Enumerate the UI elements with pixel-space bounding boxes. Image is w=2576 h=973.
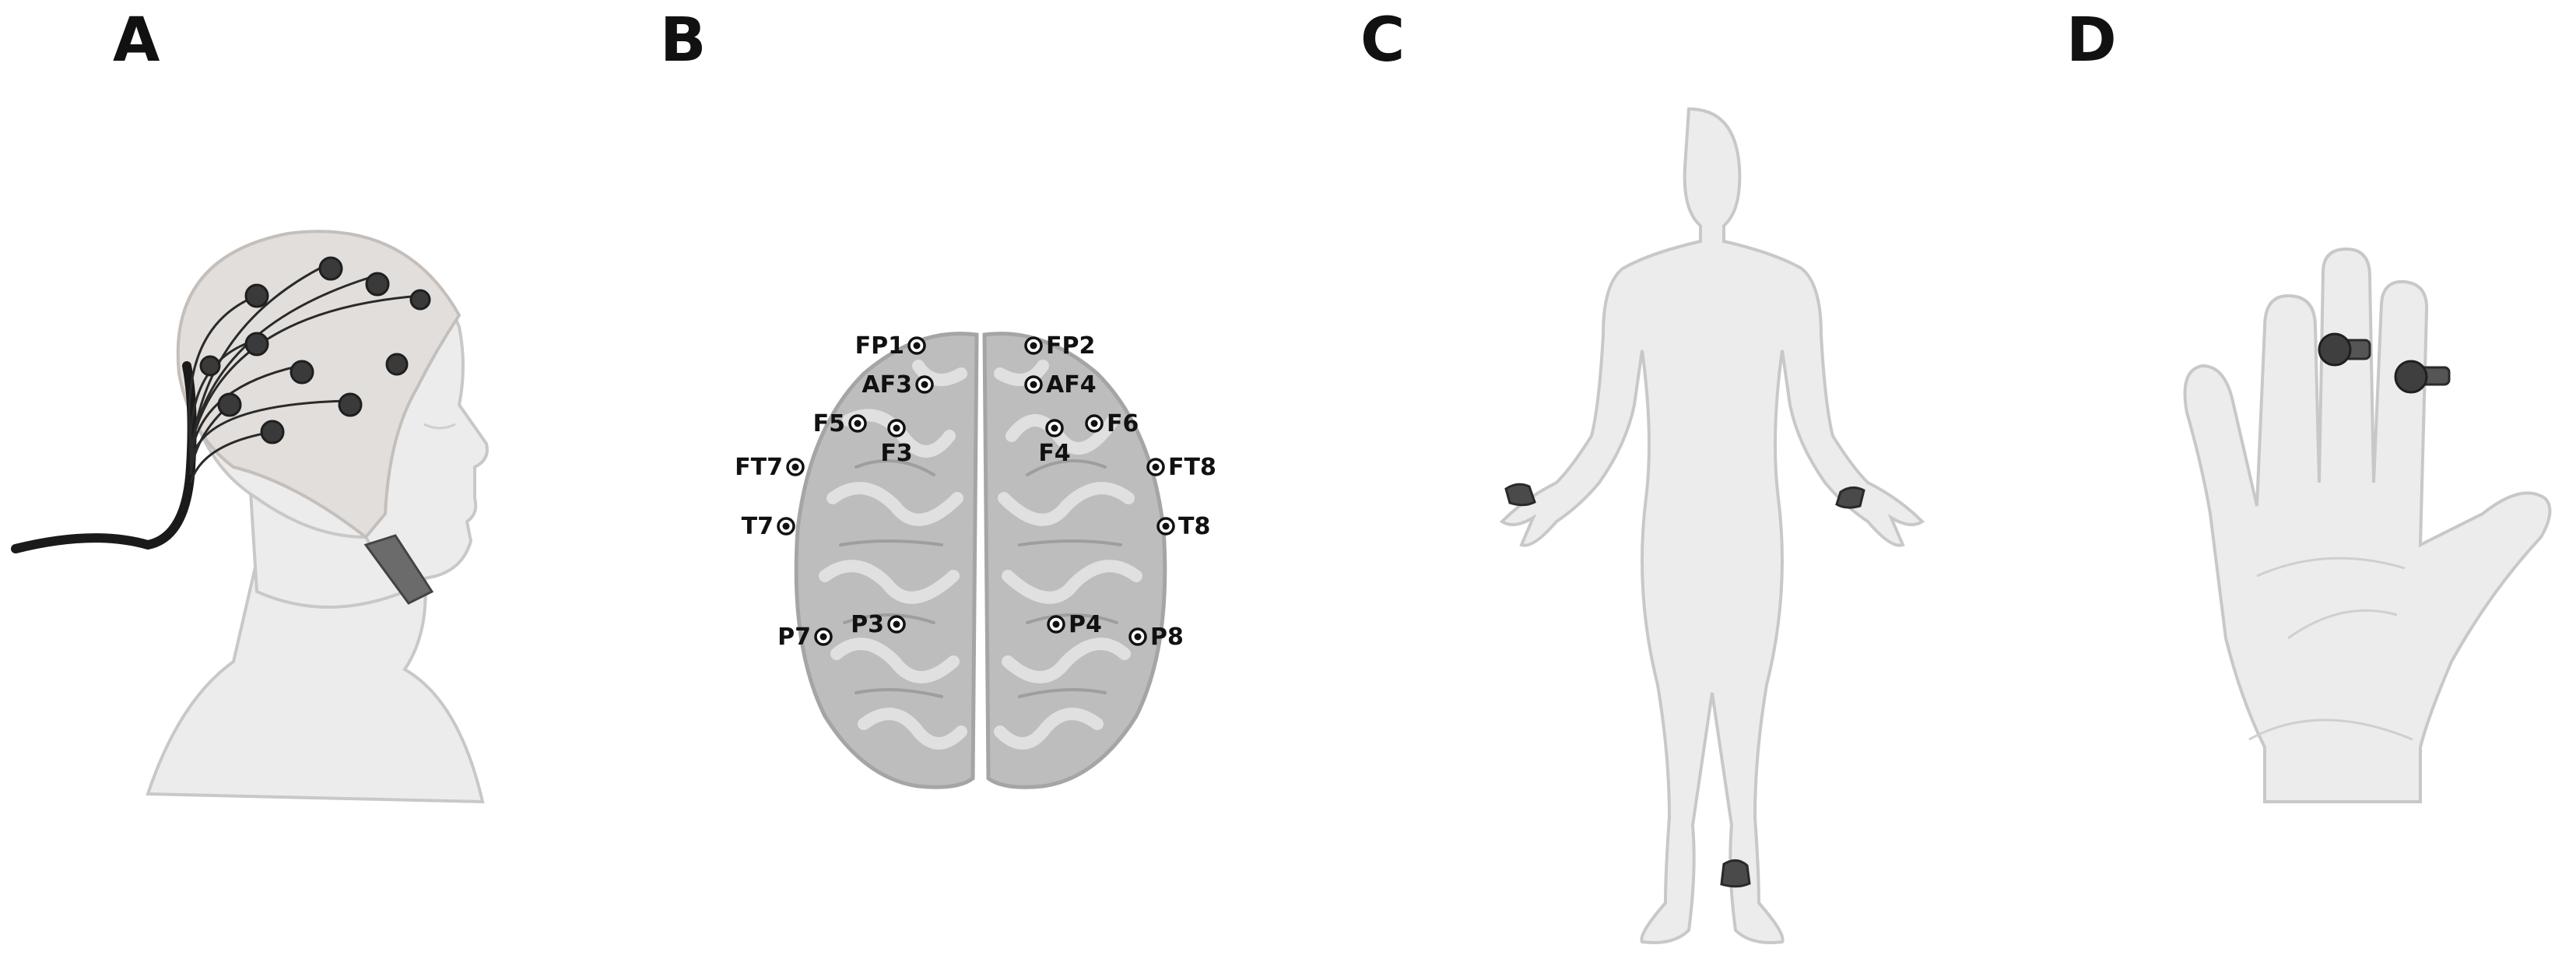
full-body-illustration (1499, 107, 1925, 944)
torso-shape (146, 543, 485, 804)
panel-letter-d: D (2066, 5, 2117, 76)
electrode-f4: F4 (1038, 419, 1071, 467)
electrode-label: P8 (1150, 623, 1184, 651)
electrode-ft8: FT8 (1146, 454, 1216, 481)
electrode-label: T7 (742, 513, 774, 540)
electrode-label: FT7 (735, 454, 783, 481)
electrode-t8: T8 (1156, 513, 1210, 540)
electrode-marker-dot (791, 463, 799, 471)
cap-electrodes (199, 256, 431, 444)
eeg-cap (176, 230, 462, 539)
electrode-label: F5 (813, 410, 845, 437)
electrode-label: P3 (851, 611, 884, 638)
electrode-af4: AF4 (1024, 371, 1097, 399)
electrode-label: T8 (1178, 513, 1210, 540)
electrode-marker-dot (819, 633, 827, 641)
electrode-f3: F3 (880, 419, 913, 467)
electrode-label: P4 (1069, 611, 1102, 638)
ankle-sensor (1720, 859, 1751, 888)
electrode-marker-dot (1030, 342, 1037, 350)
electrode-p8: P8 (1128, 623, 1184, 651)
electrode-f6: F6 (1085, 410, 1139, 437)
panel-letter-c: C (1360, 5, 1405, 76)
electrode-marker-dot (1134, 633, 1142, 641)
chin-strap (363, 534, 434, 605)
electrode-label: AF3 (862, 371, 912, 399)
brain-gyri (819, 360, 1142, 750)
electrode-marker-dot (913, 342, 921, 350)
electrode-marker-dot (1051, 424, 1058, 432)
panel-letter-a: A (113, 5, 160, 76)
electrode-marker-dot (1030, 381, 1037, 388)
right-wrist-sensor (1835, 486, 1865, 509)
electrode-marker-dot (1162, 522, 1170, 530)
electrode-label: F4 (1038, 440, 1070, 467)
electrode-label: FT8 (1168, 454, 1216, 481)
finger-sensor-middle (2394, 360, 2451, 394)
hand-shape (2183, 247, 2552, 803)
finger-sensor-index (2318, 332, 2371, 367)
electrode-p7: P7 (777, 623, 833, 651)
electrode-marker-dot (1090, 420, 1098, 427)
body-shape (1499, 107, 1925, 944)
electrode-marker-dot (921, 381, 928, 388)
hand-illustration (2183, 247, 2552, 803)
eeg-cap-head-illustration (11, 230, 489, 804)
left-wrist-sensor (1504, 483, 1536, 507)
electrode-marker-dot (893, 424, 900, 432)
palm-lines (2248, 557, 2413, 741)
eye-shape (423, 423, 456, 430)
electrode-fp1: FP1 (855, 332, 926, 360)
electrode-label: F3 (880, 440, 912, 467)
electrode-marker-dot (1152, 463, 1160, 471)
electrode-label: AF4 (1046, 371, 1097, 399)
brain-sulci (839, 459, 1122, 698)
electrode-label: FP2 (1046, 332, 1095, 360)
electrode-t7: T7 (742, 513, 795, 540)
electrode-marker-dot (782, 522, 790, 530)
electrode-f5: F5 (813, 410, 867, 437)
electrode-marker-dot (854, 420, 862, 427)
electrode-marker-dot (1052, 620, 1060, 628)
electrode-af3: AF3 (862, 371, 934, 399)
electrode-ft7: FT7 (735, 454, 805, 481)
panel-letter-b: B (660, 5, 706, 76)
electrode-label: F6 (1107, 410, 1139, 437)
electrode-label: P7 (777, 623, 811, 651)
electrode-marker-dot (893, 620, 900, 628)
electrode-p3: P3 (851, 611, 906, 638)
electrode-fp2: FP2 (1024, 332, 1095, 360)
electrode-p4: P4 (1047, 611, 1102, 638)
electrode-label: FP1 (855, 332, 904, 360)
eeg-cable-bundle (11, 361, 197, 553)
